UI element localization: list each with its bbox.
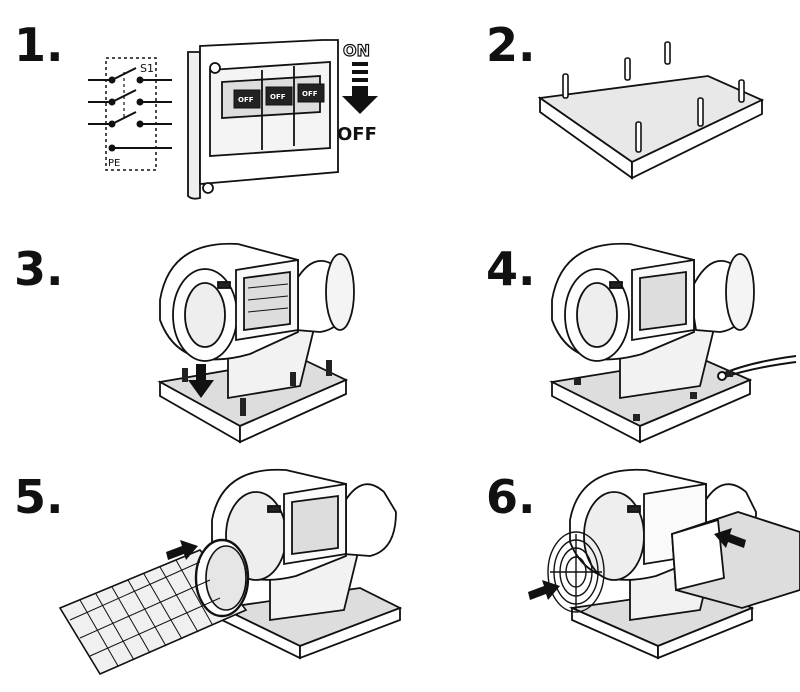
- left-arrow-icon: [714, 528, 746, 548]
- step-6-panel: 6.: [400, 460, 800, 690]
- mounting-bolts: [182, 360, 332, 416]
- breaker-off-label-2: OFF: [270, 93, 286, 101]
- fan-guard-grille: [547, 531, 605, 613]
- step-number-1: 1.: [14, 18, 64, 72]
- breaker-toggles: OFF OFF OFF: [233, 83, 325, 109]
- attach-guard-and-outlet-duct-illustration: [528, 468, 800, 660]
- down-arrow-icon: [188, 364, 214, 398]
- flexible-duct: [58, 538, 250, 676]
- step-number-3: 3.: [14, 242, 64, 296]
- right-arrow-icon: [528, 580, 560, 600]
- place-fan-on-base-illustration: [157, 242, 355, 444]
- base-plate-illustration: [537, 41, 765, 180]
- right-arrow-icon: [166, 540, 198, 560]
- step-3-panel: 3.: [0, 230, 400, 460]
- attach-inlet-duct-illustration: [58, 468, 403, 676]
- step-2-panel: 2.: [400, 0, 800, 230]
- fan-unit: [551, 242, 755, 400]
- step-1-panel: 1. S1 PE: [0, 0, 400, 230]
- breaker-off-label-3: OFF: [302, 90, 318, 98]
- base-plate-side: [631, 98, 763, 180]
- bolt-fan-and-connect-cable-illustration: [549, 242, 797, 444]
- breaker-cabinet: [187, 39, 339, 200]
- step-number-6: 6.: [486, 470, 536, 524]
- step-4-panel: 4.: [400, 230, 800, 460]
- outlet-duct: [671, 511, 800, 609]
- wiring-diagram: [88, 57, 172, 171]
- breaker-off-label-1: OFF: [238, 96, 254, 104]
- disconnect-power-illustration: S1 PE OFF OFF OFF ON OF: [88, 39, 378, 200]
- mounting-nuts: [574, 370, 733, 421]
- step-5-panel: 5.: [0, 460, 403, 690]
- step-number-2: 2.: [486, 18, 536, 72]
- down-arrow-icon: [342, 62, 378, 114]
- earth-label: PE: [108, 158, 120, 169]
- off-label: OFF: [337, 124, 377, 145]
- step-number-5: 5.: [14, 470, 64, 524]
- mounting-studs: [562, 41, 745, 153]
- fan-unit: [159, 242, 355, 400]
- on-label: ON: [343, 41, 370, 60]
- step-number-4: 4.: [486, 242, 536, 296]
- switch-label: S1: [140, 62, 154, 75]
